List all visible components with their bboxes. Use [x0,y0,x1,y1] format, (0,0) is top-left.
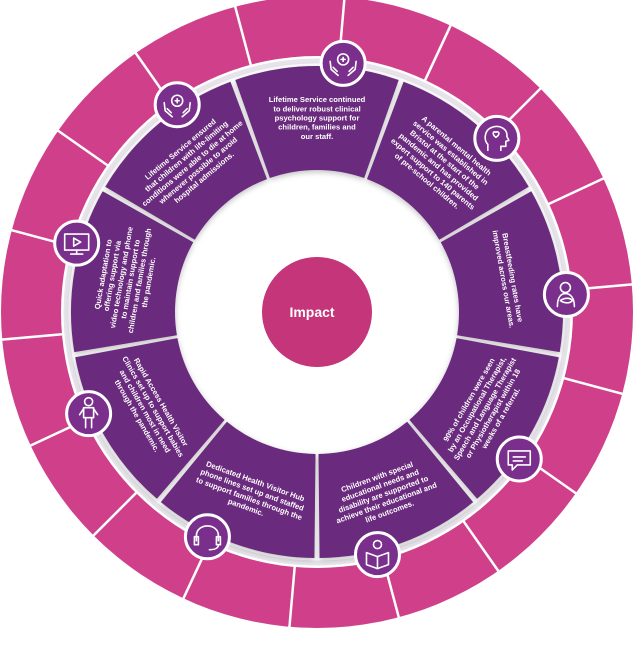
outer-ring-divider [55,128,113,170]
outer-ring-divider [288,560,297,629]
child-reading-icon [353,531,401,579]
center-label: Impact [289,304,334,320]
segment-quick-adaptation [70,191,194,353]
outer-ring-divider [0,332,69,341]
breastfeeding-mother-icon [542,271,590,319]
segment-text-health-visitor-hub: Dedicated Health Visitor Hubphone lines … [192,458,310,531]
heart-head-icon [473,114,521,162]
hands-cross-icon [319,39,367,87]
inner-ring [70,65,563,558]
outer-ring-divider [91,487,142,538]
inner-ring-segments [70,65,563,558]
center-circle [262,257,372,367]
segment-special-educational-needs [318,421,474,558]
segment-text-line: Lifetime Service continued [269,95,366,104]
outer-ring-divider [459,516,501,574]
segment-therapy-referral [409,338,559,499]
segment-text-line: our staff. [301,132,334,141]
speech-bubble-icon [495,435,543,483]
center-hub: Impact [187,182,447,442]
segment-text-line: to deliver robust clinical [273,104,360,113]
hands-cross-icon [153,81,201,129]
headset-icon [183,513,231,561]
segment-text-line: children, families and [278,123,356,132]
outer-ring-divider [543,176,606,208]
segment-icons [53,39,590,579]
video-screen-icon [53,219,101,267]
segment-breastfeeding [440,191,563,353]
outer-ring-divider [558,375,625,396]
segment-lifetime-clinical [235,65,399,179]
segment-text-line: psychology support for [275,114,360,123]
outer-ring-divider [421,23,453,86]
segment-rapid-access-clinics [75,338,225,499]
segment-parental-mental-health [366,81,529,240]
outer-ring-divider [233,4,254,71]
child-figure-icon [65,390,113,438]
segment-lifetime-end-of-life [105,81,268,240]
